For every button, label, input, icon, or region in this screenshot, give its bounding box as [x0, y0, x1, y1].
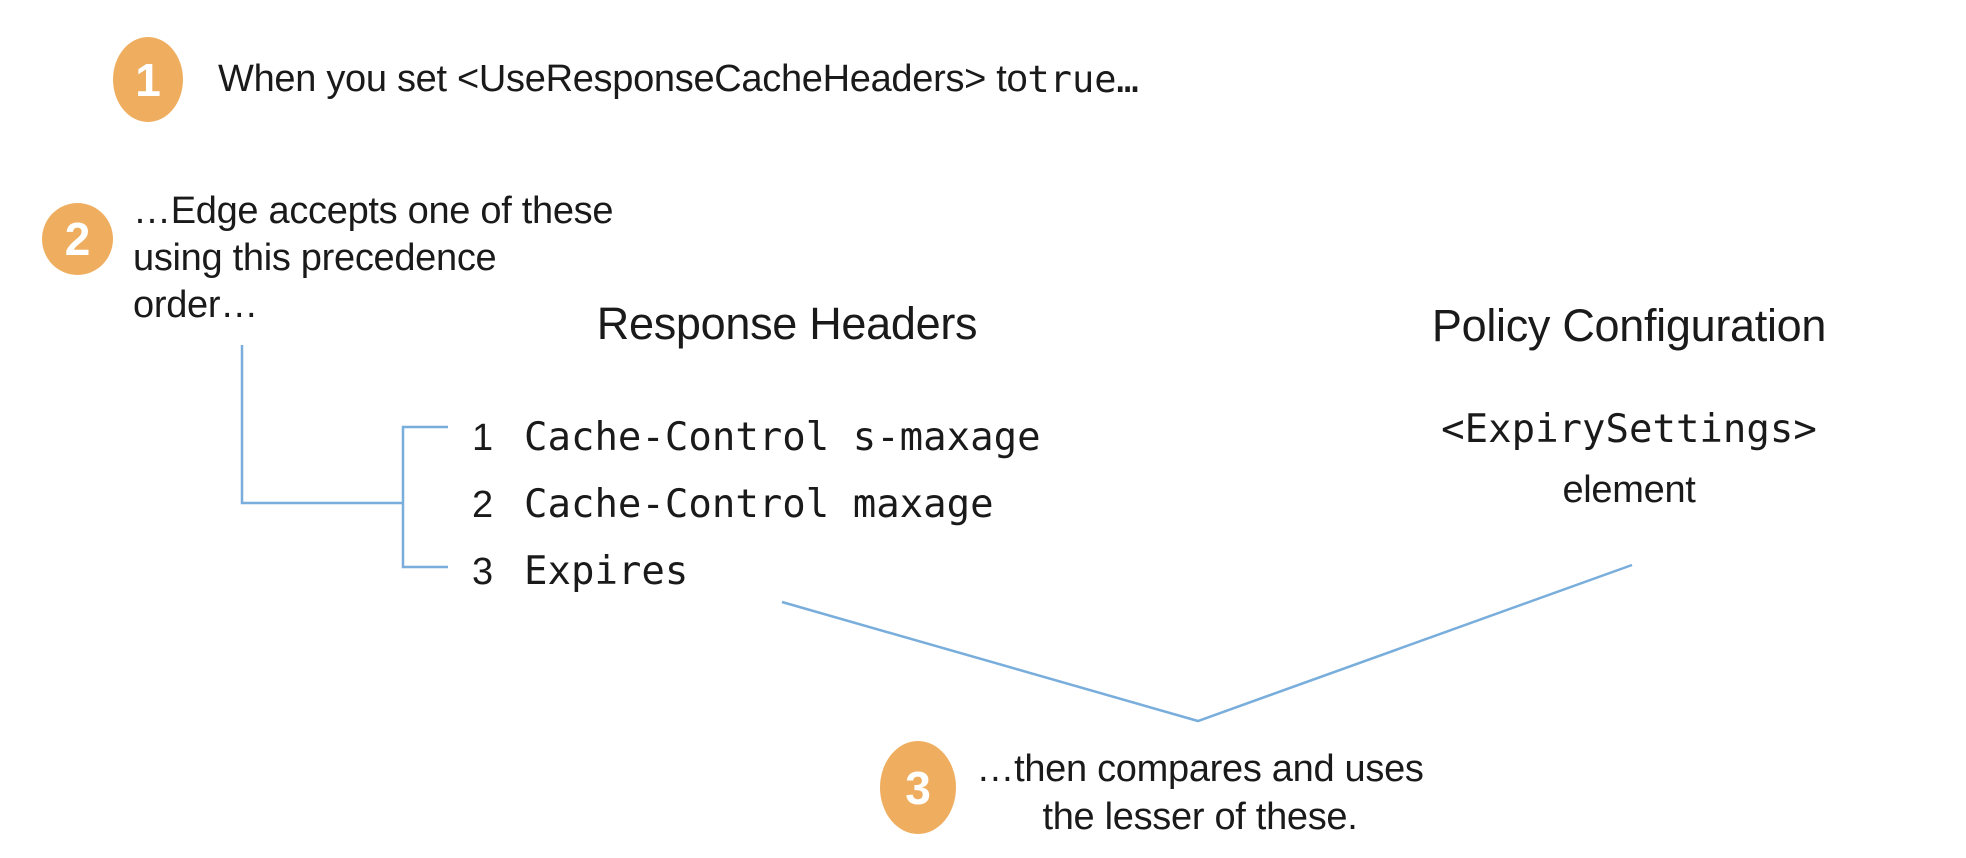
list-item-value: Expires — [524, 549, 689, 594]
step-3-number: 3 — [905, 761, 931, 814]
step-3-line: the lesser of these. — [1042, 796, 1358, 838]
step-2-number: 2 — [64, 213, 91, 265]
list-item-rank: 3 — [472, 551, 494, 593]
step-2-line: using this precedence — [133, 237, 497, 279]
list-item: 2 Cache-Control maxage — [472, 471, 1041, 538]
connector-step2-elbow — [240, 345, 403, 505]
list-item-value: Cache-Control s-maxage — [524, 415, 1041, 460]
step-2-line: …Edge accepts one of these — [133, 190, 614, 232]
step-3-badge: 3 — [880, 741, 956, 834]
response-headers-title: Response Headers — [596, 298, 978, 349]
step-1-code-true: true… — [1027, 58, 1139, 101]
expiry-settings-caption: element — [1562, 469, 1696, 511]
response-headers-column: Response Headers — [487, 300, 1087, 348]
list-item-value: Cache-Control maxage — [524, 482, 994, 527]
step-1-text: When you set <UseResponseCacheHeaders> t… — [218, 37, 1139, 122]
step-2-text: …Edge accepts one of these using this pr… — [133, 188, 614, 329]
step-3-text: …then compares and uses the lesser of th… — [945, 745, 1455, 841]
list-item-rank: 2 — [472, 484, 494, 526]
step-1-prefix: When you set <UseResponseCacheHeaders> t… — [218, 58, 1028, 100]
step-2-line: order… — [133, 284, 258, 326]
policy-configuration-title: Policy Configuration — [1431, 300, 1827, 351]
list-item: 1 Cache-Control s-maxage — [472, 404, 1041, 471]
list-item: 3 Expires — [472, 538, 1041, 605]
step-3-line: …then compares and uses — [976, 748, 1424, 790]
expiry-settings-code: <ExpirySettings> — [1441, 407, 1817, 452]
step-1-number: 1 — [135, 53, 161, 106]
step-1-badge: 1 — [113, 37, 183, 122]
list-item-rank: 1 — [472, 417, 494, 459]
connector-compare-v — [781, 563, 1633, 723]
response-headers-list: 1 Cache-Control s-maxage 2 Cache-Control m… — [472, 404, 1041, 605]
step-2-badge: 2 — [42, 203, 113, 275]
policy-configuration-column: Policy Configuration <ExpirySettings> el… — [1319, 302, 1939, 514]
connector-list-bracket — [401, 425, 448, 569]
